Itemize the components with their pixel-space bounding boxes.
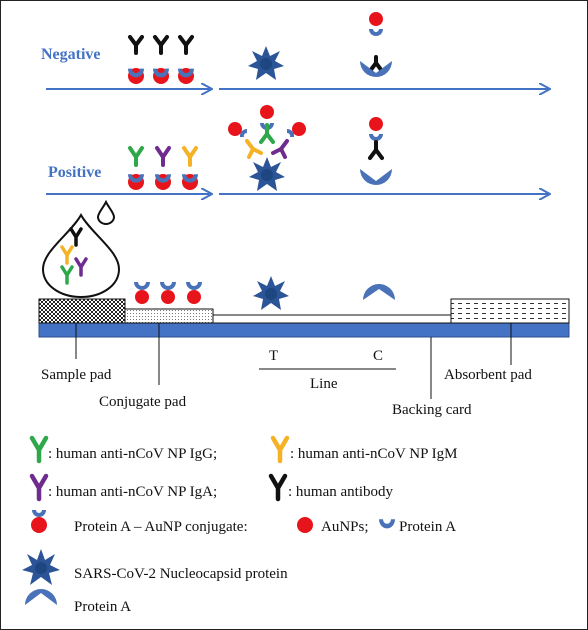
legend-igm-text: : human anti-nCoV NP IgM xyxy=(290,446,458,462)
sample-pad-label: Sample pad xyxy=(41,367,112,383)
positive-protein-a-capture xyxy=(360,117,392,185)
legend-human-antibody-icon xyxy=(268,473,288,502)
strip-c-protein-a-icon xyxy=(363,284,395,300)
legend-iga-icon xyxy=(29,473,49,502)
legend-igg-text: : human anti-nCoV NP IgG; xyxy=(48,446,217,462)
legend-iga-text: : human anti-nCoV NP IgA; xyxy=(48,484,217,500)
positive-np-complex xyxy=(228,105,306,191)
legend-human-antibody-text: : human antibody xyxy=(288,484,393,500)
positive-conjugates xyxy=(128,146,198,190)
legend-protein-a-icon xyxy=(25,589,57,605)
sample-pad xyxy=(38,298,126,324)
legend-aunp-icon xyxy=(297,517,313,533)
legend-conjugate-text: Protein A – AuNP conjugate: xyxy=(74,519,248,535)
positive-title: Positive xyxy=(48,164,101,181)
c-line-label: C xyxy=(373,348,383,364)
legend-np-star-icon xyxy=(22,549,60,585)
legend-conjugate-icon xyxy=(31,510,47,533)
negative-title: Negative xyxy=(41,46,101,63)
absorbent-pad xyxy=(450,298,570,324)
legend: : human anti-nCoV NP IgG; : human anti-n… xyxy=(22,435,458,615)
legend-protein-a-small-text: Protein A xyxy=(399,519,456,535)
t-line-label: T xyxy=(269,348,278,364)
negative-np-star-icon xyxy=(248,46,284,80)
legend-igm-icon xyxy=(270,435,290,464)
legend-aunp-text: AuNPs; xyxy=(321,519,369,535)
line-label: Line xyxy=(310,376,338,392)
negative-protein-a-capture xyxy=(360,12,392,77)
test-strip xyxy=(38,298,570,338)
nitrocellulose-membrane xyxy=(198,314,462,324)
strip-conjugates xyxy=(134,282,202,304)
sample-drop-icon xyxy=(41,199,121,299)
legend-igg-icon xyxy=(29,435,49,464)
conjugate-pad-label: Conjugate pad xyxy=(99,394,187,410)
conjugate-pad xyxy=(112,308,214,324)
legend-protein-a-small-icon xyxy=(379,519,395,529)
legend-protein-a-text: Protein A xyxy=(74,599,131,615)
strip-t-np-star-icon xyxy=(253,276,289,310)
absorbent-pad-label: Absorbent pad xyxy=(444,367,532,383)
negative-conjugates xyxy=(128,35,194,84)
legend-np-text: SARS-CoV-2 Nucleocapsid protein xyxy=(74,566,288,582)
backing-card-label: Backing card xyxy=(392,402,472,418)
